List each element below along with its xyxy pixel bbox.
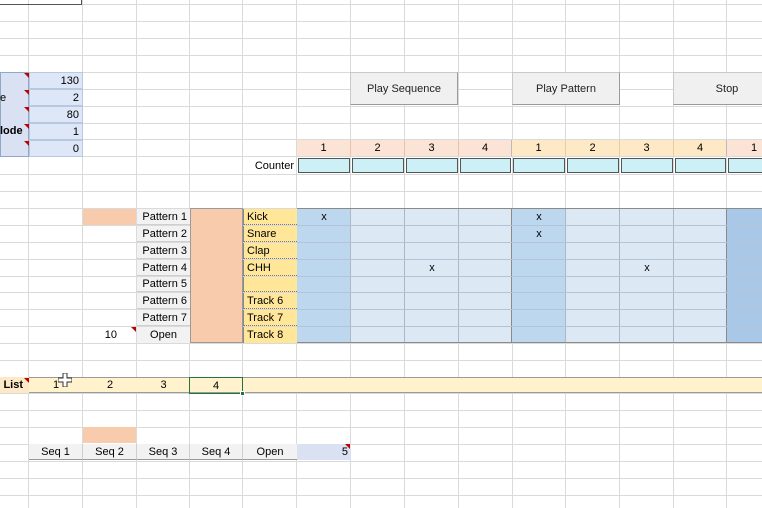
counter-cell — [352, 158, 404, 173]
pattern-button-7[interactable]: Pattern 7 — [137, 310, 190, 326]
counter-cell — [460, 158, 511, 173]
setting-value-3[interactable]: 80 — [29, 106, 83, 123]
comment-marker — [24, 107, 29, 112]
grid-row-line — [297, 326, 762, 327]
counter-cell — [567, 158, 619, 173]
list-label: List — [0, 377, 29, 393]
track-name-2[interactable]: Snare — [243, 226, 297, 242]
counter-cell — [675, 158, 726, 173]
step-header-cell: 3 — [620, 140, 674, 156]
settings-label-2: lode — [0, 125, 23, 137]
setting-value-5[interactable]: 0 — [29, 140, 83, 157]
play-sequence-button[interactable]: Play Sequence — [350, 72, 458, 105]
grid-separator — [404, 209, 405, 342]
step-mark-chh-3[interactable]: x — [429, 262, 435, 274]
comment-marker — [24, 141, 29, 146]
pattern-button-4[interactable]: Pattern 4 — [137, 260, 190, 276]
track-name-6[interactable]: Track 6 — [243, 293, 297, 309]
track-name-4[interactable]: CHH — [243, 260, 297, 276]
step-mark-chh-7[interactable]: x — [644, 262, 650, 274]
track-name-5[interactable] — [243, 277, 297, 292]
step-mark-kick-1[interactable]: x — [321, 211, 327, 223]
pattern-button-3[interactable]: Pattern 3 — [137, 243, 190, 259]
step-header-cell: 2 — [351, 140, 405, 156]
step-header-cell: 2 — [566, 140, 620, 156]
track-name-8[interactable]: Track 8 — [243, 327, 297, 343]
comment-marker — [24, 73, 29, 78]
comment-marker — [24, 90, 29, 95]
cell-cursor-icon — [57, 372, 73, 388]
grid-row-line — [297, 225, 762, 226]
list-row — [0, 377, 762, 393]
pattern-open-button[interactable]: Open — [137, 327, 190, 343]
grid-separator — [565, 209, 566, 342]
comment-marker — [24, 378, 29, 383]
step-header-cell: 3 — [405, 140, 459, 156]
list-item-4[interactable]: 4 — [189, 377, 243, 394]
beat-column — [727, 209, 762, 342]
seq-number[interactable]: 5 — [297, 444, 351, 460]
comment-marker — [131, 327, 136, 332]
list-item-3[interactable]: 3 — [160, 379, 167, 391]
grid-separator — [619, 209, 620, 342]
track-name-1[interactable]: Kick — [243, 209, 297, 225]
seq-open-button[interactable]: Open — [243, 444, 297, 460]
seq-button-4[interactable]: Seq 4 — [190, 444, 243, 460]
settings-label-1: e — [0, 91, 7, 104]
counter-cell — [728, 158, 762, 173]
track-name-3[interactable]: Clap — [243, 243, 297, 259]
grid-row-line — [297, 259, 762, 260]
setting-value-1[interactable]: 130 — [29, 72, 83, 89]
grid-separator — [458, 209, 459, 342]
grid-row-line — [297, 242, 762, 243]
seq-button-1[interactable]: Seq 1 — [29, 444, 83, 460]
grid-row-line — [297, 309, 762, 310]
step-header-cell: 4 — [674, 140, 727, 156]
pattern-color-block — [190, 208, 243, 343]
seq-button-3[interactable]: Seq 3 — [137, 444, 190, 460]
pattern-button-5[interactable]: Pattern 5 — [137, 277, 190, 292]
beat-column — [512, 209, 566, 342]
track-name-7[interactable]: Track 7 — [243, 310, 297, 326]
grid-separator — [350, 209, 351, 342]
step-mark-snare-5[interactable]: x — [536, 228, 542, 240]
sequence-selected-indicator — [83, 427, 136, 443]
grid-separator — [726, 209, 727, 342]
setting-value-2[interactable]: 2 — [29, 89, 83, 106]
comment-marker — [345, 444, 350, 449]
top-cell-border — [0, 0, 82, 5]
seq-button-2[interactable]: Seq 2 — [83, 444, 137, 460]
pattern-button-6[interactable]: Pattern 6 — [137, 293, 190, 309]
step-header-cell: 1 — [512, 140, 566, 156]
counter-cell — [621, 158, 673, 173]
grid-separator — [673, 209, 674, 342]
counter-cell — [406, 158, 458, 173]
step-header-cell: 1 — [727, 140, 762, 156]
list-item-2[interactable]: 2 — [106, 379, 114, 391]
beat-column — [297, 209, 351, 342]
pattern-selected-indicator — [83, 209, 136, 225]
counter-cell — [513, 158, 565, 173]
step-header-cell: 4 — [459, 140, 512, 156]
step-mark-kick-5[interactable]: x — [536, 211, 542, 223]
step-header-cell: 1 — [297, 140, 351, 156]
pattern-number[interactable]: 10 — [104, 329, 117, 341]
comment-marker — [24, 124, 29, 129]
counter-cell — [298, 158, 350, 173]
grid-separator — [511, 209, 512, 342]
grid-row-line — [297, 292, 762, 293]
pattern-button-1[interactable]: Pattern 1 — [137, 209, 190, 225]
selection-handle[interactable] — [240, 391, 245, 396]
grid-row-line — [297, 276, 762, 277]
counter-label: Counter — [254, 159, 294, 172]
pattern-button-2[interactable]: Pattern 2 — [137, 226, 190, 242]
play-pattern-button[interactable]: Play Pattern — [512, 72, 620, 105]
list-item-1[interactable]: 1 — [52, 379, 60, 391]
setting-value-4[interactable]: 1 — [29, 123, 83, 140]
stop-button[interactable]: Stop — [673, 72, 762, 105]
step-grid[interactable]: x x x x x — [297, 208, 762, 343]
